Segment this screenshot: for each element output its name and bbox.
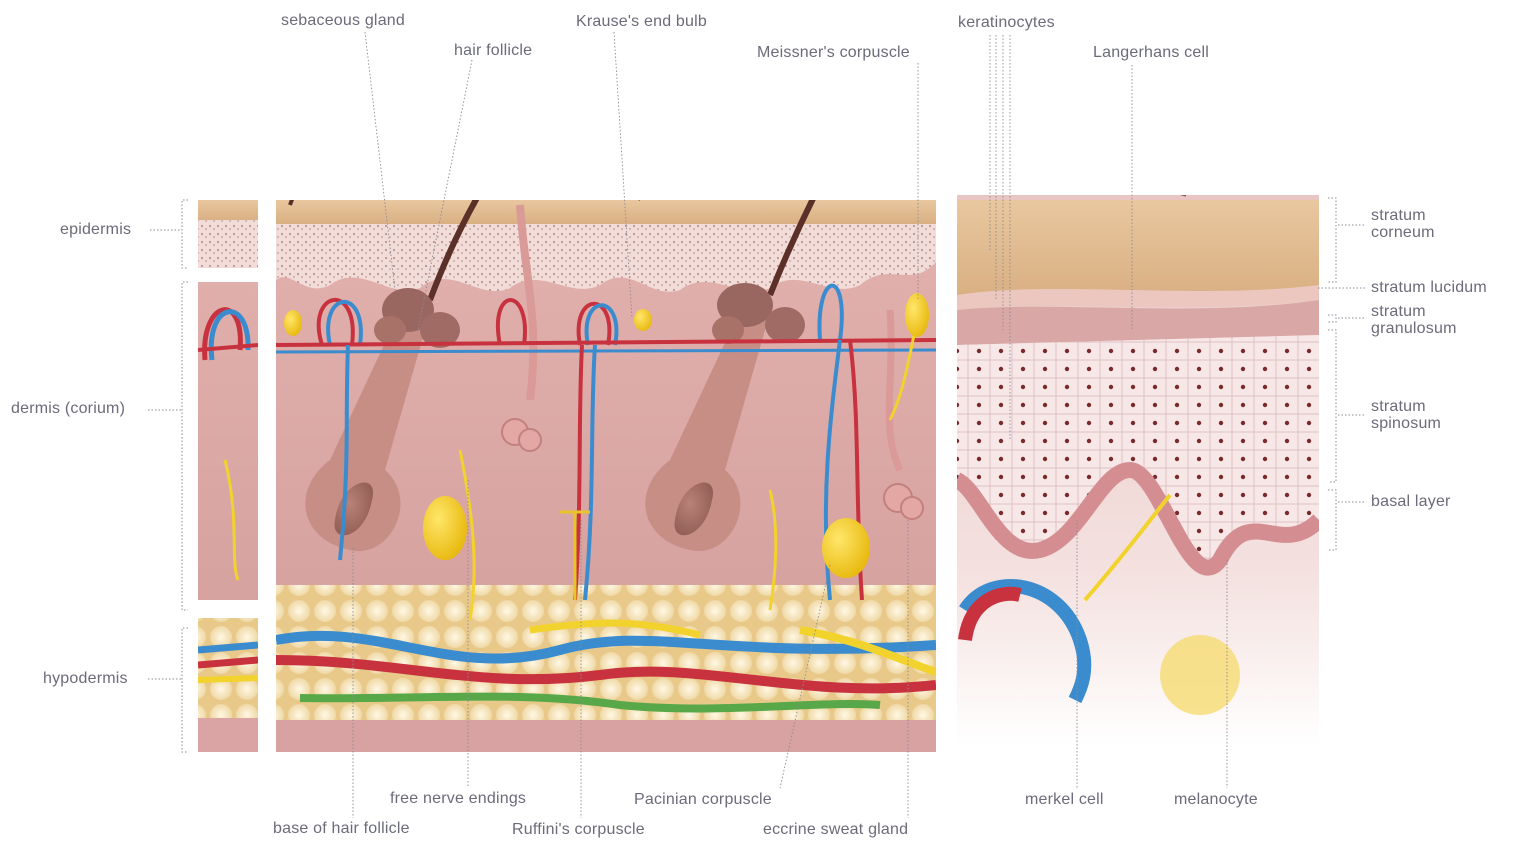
label-stratum-spinosum: stratum spinosum (1371, 398, 1441, 432)
label-hair-follicle: hair follicle (454, 42, 532, 59)
label-merkel-cell: merkel cell (1025, 791, 1104, 808)
label-meissners-corpuscle: Meissner's corpuscle (757, 44, 910, 61)
epidermis-magnified (957, 115, 1319, 745)
main-section (276, 80, 936, 752)
label-langerhans-cell: Langerhans cell (1093, 44, 1209, 61)
label-ruffinis-corpuscle: Ruffini's corpuscle (512, 821, 645, 838)
label-epidermis: epidermis (60, 221, 131, 238)
label-krauses-end-bulb: Krause's end bulb (576, 13, 707, 30)
label-basal-layer: basal layer (1371, 493, 1451, 510)
label-free-nerve-endings: free nerve endings (390, 790, 526, 807)
label-eccrine-sweat-gland: eccrine sweat gland (763, 821, 908, 838)
label-hypodermis: hypodermis (43, 670, 128, 687)
label-stratum-corneum: stratum corneum (1371, 207, 1435, 241)
label-pacinian-corpuscle: Pacinian corpuscle (634, 791, 772, 808)
left-strip (198, 200, 258, 752)
label-stratum-lucidum: stratum lucidum (1371, 279, 1487, 296)
label-base-of-hair-follicle: base of hair follicle (273, 820, 410, 837)
label-stratum-granulosum: stratum granulosum (1371, 303, 1457, 337)
label-melanocyte: melanocyte (1174, 791, 1258, 808)
label-dermis: dermis (corium) (11, 400, 125, 417)
label-sebaceous-gland: sebaceous gland (281, 12, 405, 29)
label-keratinocytes: keratinocytes (958, 14, 1055, 31)
